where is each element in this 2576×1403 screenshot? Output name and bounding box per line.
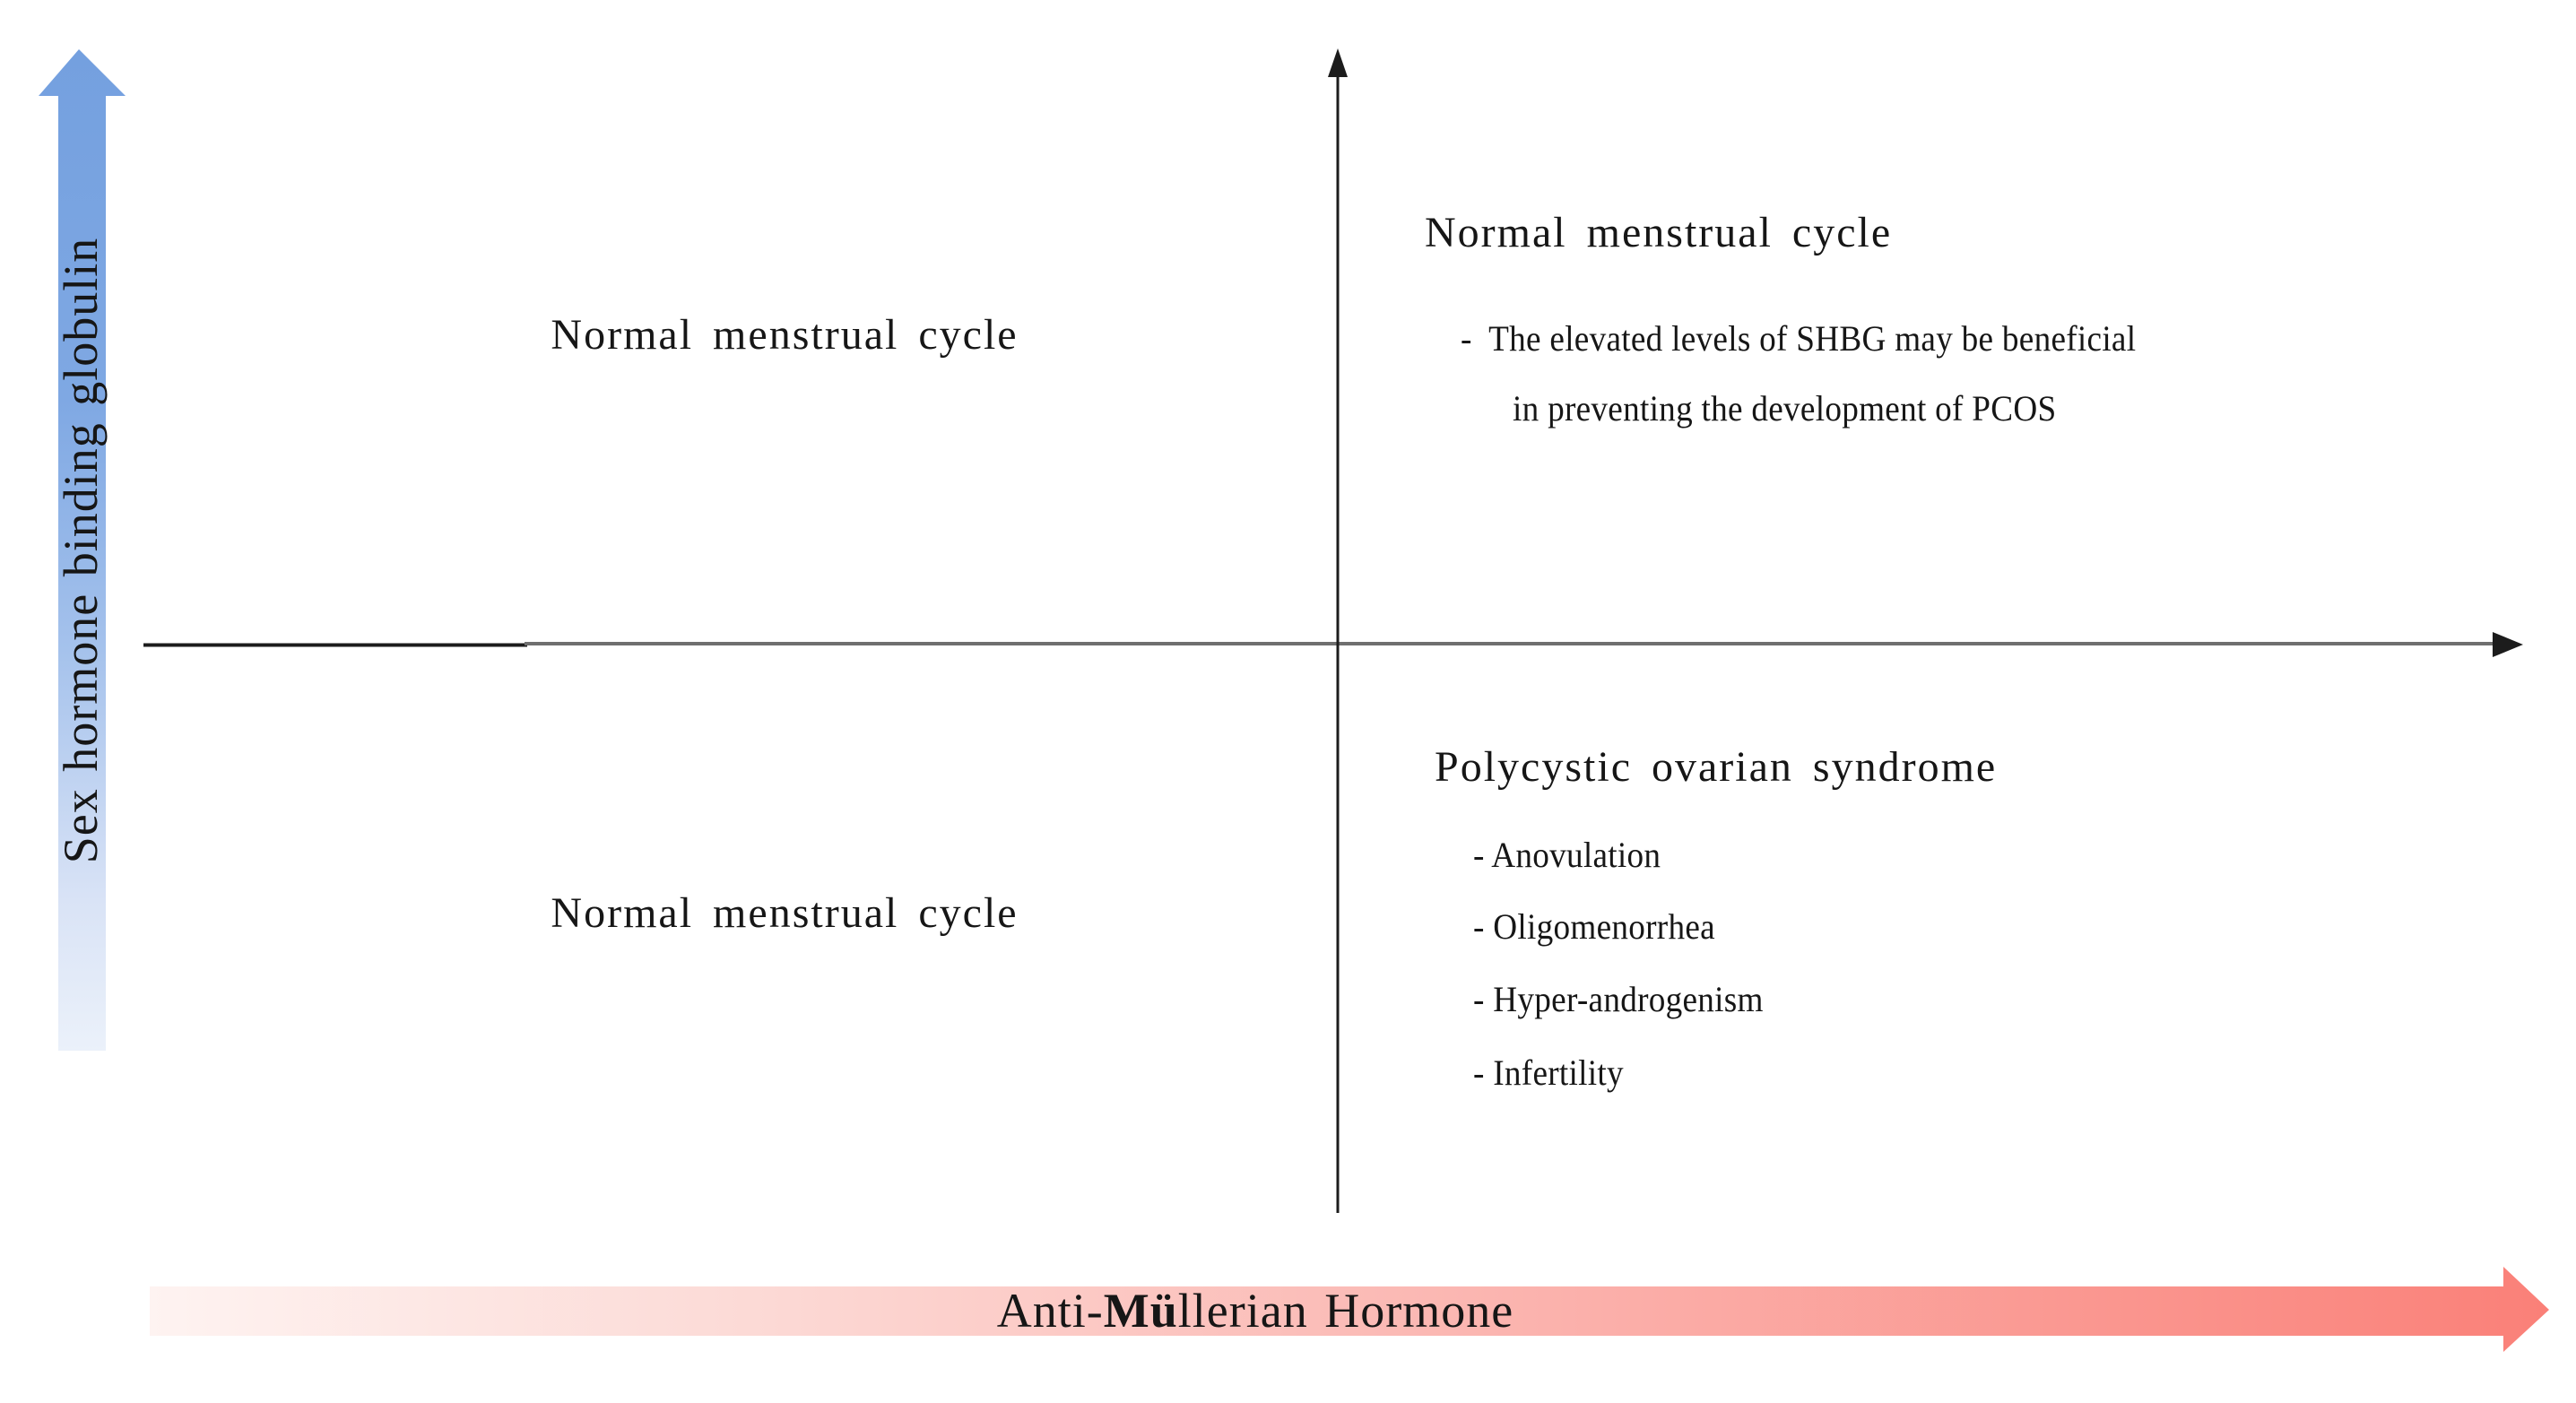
horizontal-axis-arrowhead [2493, 632, 2523, 657]
shbg-benefit-bullet-line2: in preventing the development of PCOS [1513, 388, 2057, 429]
quadrant-top-right-title: Normal menstrual cycle [1425, 209, 1893, 256]
x-axis-label: Anti-Müllerian Hormone [997, 1283, 1514, 1338]
shbg-benefit-bullet-line1: - The elevated levels of SHBG may be ben… [1461, 318, 2137, 359]
quadrant-bottom-right-title: Polycystic ovarian syndrome [1435, 743, 1998, 791]
x-axis-label-prefix: Anti- [996, 1284, 1104, 1338]
pcos-bullet-hyper-androgenism: - Hyper-androgenism [1473, 979, 1764, 1019]
pcos-bullet-anovulation: - Anovulation [1473, 835, 1661, 875]
pcos-bullet-oligomenorrhea: - Oligomenorrhea [1473, 906, 1715, 947]
quadrant-bottom-left-title: Normal menstrual cycle [551, 889, 1019, 937]
x-axis-label-suffix: llerian Hormone [1177, 1284, 1514, 1338]
vertical-axis-arrowhead [1328, 48, 1348, 77]
amh-gradient-arrow [150, 1267, 2549, 1352]
y-axis-label: Sex hormone binding globulin [54, 237, 108, 864]
quadrant-top-left-title: Normal menstrual cycle [551, 311, 1019, 359]
shbg-gradient-arrow [39, 49, 126, 1051]
pcos-bullet-infertility: - Infertility [1473, 1052, 1624, 1093]
x-axis-label-bold: Mü [1103, 1284, 1178, 1338]
